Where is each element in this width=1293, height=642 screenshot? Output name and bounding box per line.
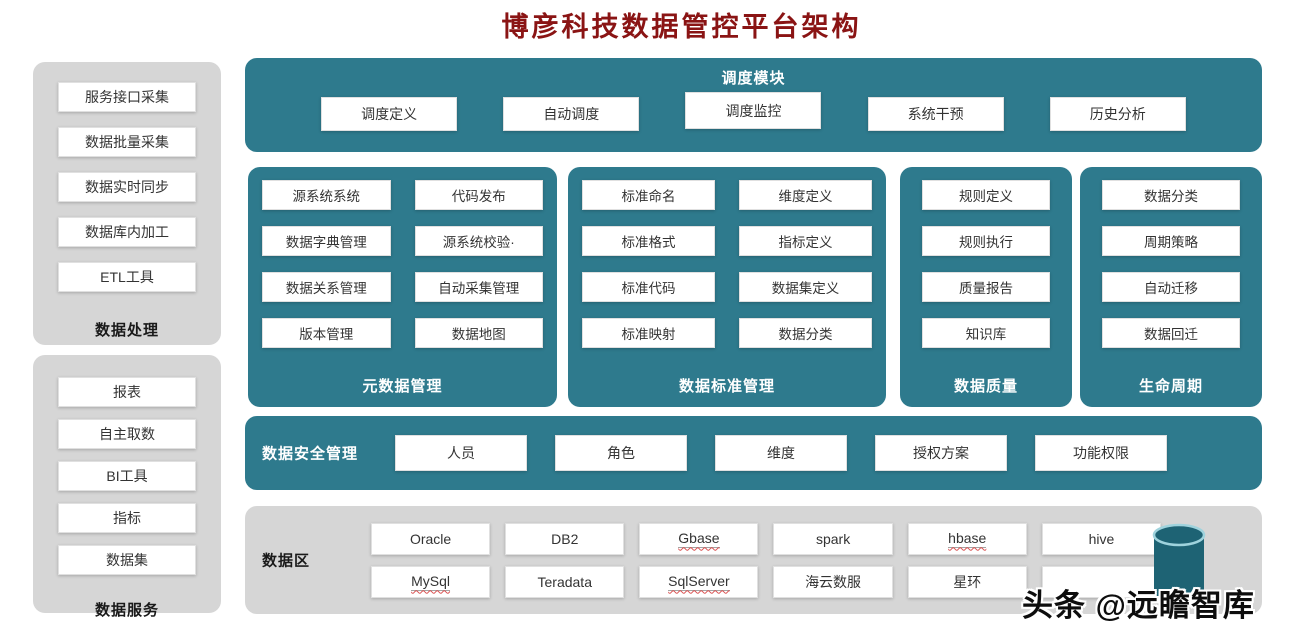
diagram-node: 数据分类 <box>739 318 872 348</box>
db-name: spark <box>815 531 851 547</box>
diagram-node: 调度监控 <box>685 92 822 129</box>
diagram-node: 源系统系统 <box>262 180 391 210</box>
diagram-node: 自动调度 <box>503 97 640 131</box>
panel-label-data-zone: 数据区 <box>262 552 311 570</box>
diagram-node: 授权方案 <box>875 435 1007 471</box>
panel-lifecycle: 数据分类 周期策略 自动迁移 数据回迁 生命周期 <box>1080 167 1262 407</box>
db-name: DB2 <box>551 531 579 547</box>
panel-data-standard-management: 标准命名 维度定义 标准格式 指标定义 标准代码 数据集定义 标准映射 数据分类… <box>568 167 886 407</box>
diagram-node: 源系统校验· <box>414 226 543 256</box>
diagram-node: 人员 <box>395 435 527 471</box>
diagram-node: hive <box>1041 523 1161 555</box>
database-cylinder-icon <box>1148 522 1210 611</box>
panel-scheduler: 调度模块 调度定义 自动调度 调度监控 系统干预 历史分析 <box>245 58 1262 152</box>
diagram-node: 数据地图 <box>414 318 543 348</box>
diagram-node: 指标 <box>58 503 196 533</box>
diagram-node: DB2 <box>505 523 625 555</box>
panel-label-data-standard: 数据标准管理 <box>678 378 775 395</box>
diagram-node: ETL工具 <box>58 262 196 292</box>
diagram-node: 数据实时同步 <box>58 172 196 202</box>
diagram-node <box>1041 566 1161 598</box>
panel-label-data-security: 数据安全管理 <box>262 445 359 463</box>
diagram-node: 海云数服 <box>773 566 893 598</box>
diagram-node: 星环 <box>907 566 1027 598</box>
panel-label-lifecycle: 生命周期 <box>1138 378 1203 395</box>
diagram-node: 服务接口采集 <box>58 82 196 112</box>
db-name: Oracle <box>409 531 452 547</box>
diagram-node: 自动迁移 <box>1102 272 1240 302</box>
diagram-node: 角色 <box>555 435 687 471</box>
diagram-node: Teradata <box>505 566 625 598</box>
diagram-node: 规则定义 <box>922 180 1050 210</box>
db-name: Gbase <box>678 530 720 548</box>
diagram-node: 历史分析 <box>1049 97 1186 131</box>
db-name: MySql <box>411 573 451 591</box>
db-name: hive <box>1088 531 1115 547</box>
panel-metadata-management: 源系统系统 代码发布 数据字典管理 源系统校验· 数据关系管理 自动采集管理 版… <box>248 167 557 407</box>
db-name: 海云数服 <box>805 574 862 590</box>
diagram-node: 自动采集管理 <box>414 272 543 302</box>
panel-data-zone: 数据区 Oracle DB2 Gbase spark hbase hive My… <box>245 506 1262 614</box>
diagram-node: 代码发布 <box>414 180 543 210</box>
diagram-node: spark <box>773 523 893 555</box>
diagram-node: MySql <box>371 566 491 598</box>
page-title: 博彦科技数据管控平台架构 <box>501 12 862 43</box>
db-name: hbase <box>948 530 987 548</box>
diagram-node: SqlServer <box>639 566 759 598</box>
diagram-node: 指标定义 <box>739 226 872 256</box>
diagram-node: hbase <box>907 523 1027 555</box>
diagram-node: 维度定义 <box>739 180 872 210</box>
diagram-node: 维度 <box>715 435 847 471</box>
panel-data-quality: 规则定义 规则执行 质量报告 知识库 数据质量 <box>900 167 1072 407</box>
diagram-node: 标准代码 <box>582 272 715 302</box>
diagram-node: 数据集定义 <box>739 272 872 302</box>
diagram-node: 质量报告 <box>922 272 1050 302</box>
db-name: 星环 <box>953 574 982 590</box>
panel-label-scheduler: 调度模块 <box>721 70 786 87</box>
diagram-node: 功能权限 <box>1035 435 1167 471</box>
panel-data-service: 报表 自主取数 BI工具 指标 数据集 数据服务 <box>33 355 221 619</box>
diagram-node: 数据回迁 <box>1102 318 1240 348</box>
diagram-node: 数据集 <box>58 545 196 575</box>
diagram-node: 知识库 <box>922 318 1050 348</box>
diagram-node: Gbase <box>639 523 759 555</box>
diagram-node: 数据字典管理 <box>262 226 391 256</box>
diagram-node: 数据关系管理 <box>262 272 391 302</box>
diagram-node: BI工具 <box>58 461 196 491</box>
diagram-node: 标准映射 <box>582 318 715 348</box>
panel-label-data-processing: 数据处理 <box>94 322 159 339</box>
diagram-node: 标准格式 <box>582 226 715 256</box>
panel-label-metadata: 元数据管理 <box>362 378 443 395</box>
db-name: SqlServer <box>668 573 730 591</box>
diagram-node: 版本管理 <box>262 318 391 348</box>
diagram-node: 自主取数 <box>58 419 196 449</box>
db-name: Teradata <box>537 574 592 590</box>
panel-data-processing: 服务接口采集 数据批量采集 数据实时同步 数据库内加工 ETL工具 数据处理 <box>33 62 221 345</box>
diagram-node: 规则执行 <box>922 226 1050 256</box>
diagram-node: Oracle <box>371 523 491 555</box>
diagram-node: 周期策略 <box>1102 226 1240 256</box>
diagram-node: 数据批量采集 <box>58 127 196 157</box>
diagram-node: 数据分类 <box>1102 180 1240 210</box>
diagram-node: 系统干预 <box>867 97 1004 131</box>
diagram-node: 标准命名 <box>582 180 715 210</box>
toutiao-watermark: 头条 @远瞻智库 <box>1022 588 1255 623</box>
panel-label-data-service: 数据服务 <box>94 602 159 619</box>
diagram-node: 报表 <box>58 377 196 407</box>
diagram-node: 数据库内加工 <box>58 217 196 247</box>
panel-data-security: 数据安全管理 人员 角色 维度 授权方案 功能权限 <box>245 416 1262 490</box>
panel-label-data-quality: 数据质量 <box>953 378 1018 395</box>
diagram-node: 调度定义 <box>321 97 458 131</box>
